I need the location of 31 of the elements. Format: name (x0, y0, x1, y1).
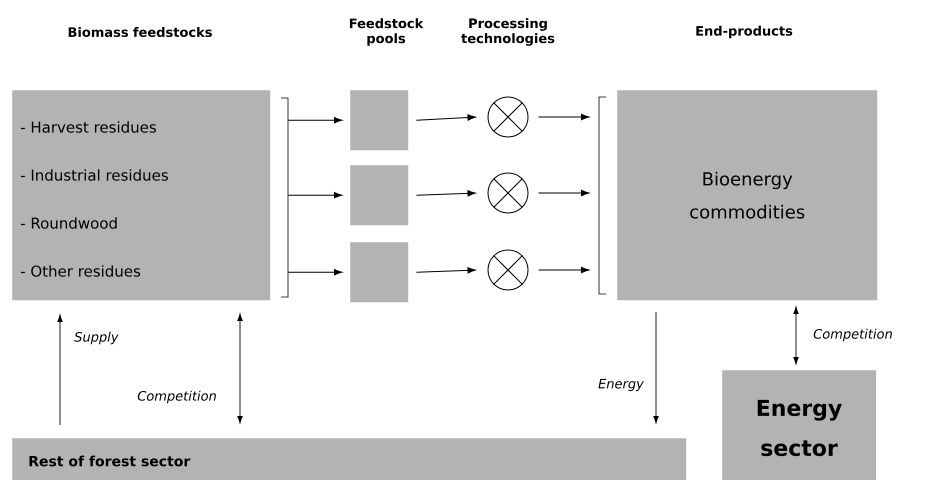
column-heading: Feedstock pools (350, 18, 424, 46)
column-heading: End-products (696, 26, 792, 38)
feedstock-pool-box (350, 242, 408, 302)
edge-label: Energy (598, 378, 644, 392)
arrow (288, 269, 342, 276)
edge-label: Competition (814, 328, 892, 342)
edge-label: Competition (138, 390, 216, 404)
arrow (237, 314, 243, 424)
arrow (538, 190, 590, 196)
arrow (416, 190, 476, 196)
end-product-box: Bioenergy commodities (617, 90, 878, 300)
arrow (538, 266, 590, 274)
processing-symbol (488, 250, 528, 290)
arrow (416, 267, 476, 274)
column-heading: Biomass feedstocks (68, 26, 212, 38)
arrow (288, 192, 342, 198)
feedstock-pool-box (350, 165, 408, 226)
column-heading: Processing technologies (461, 18, 554, 46)
arrow (793, 306, 799, 364)
edge-label: Supply (74, 332, 119, 344)
arrow (538, 114, 590, 120)
arrow (653, 312, 659, 424)
sector-box: Energy sector (722, 370, 876, 480)
arrow (288, 117, 342, 124)
arrow (416, 114, 476, 121)
feedstock-list-box: - Harvest residues - Industrial residues - Roundwood - Other residues (12, 90, 270, 300)
processing-symbol (488, 96, 528, 138)
feedstock-pool-box (350, 90, 408, 150)
processing-symbol (488, 172, 528, 214)
arrow (57, 314, 63, 426)
sector-band: Rest of forest sector (12, 438, 686, 480)
